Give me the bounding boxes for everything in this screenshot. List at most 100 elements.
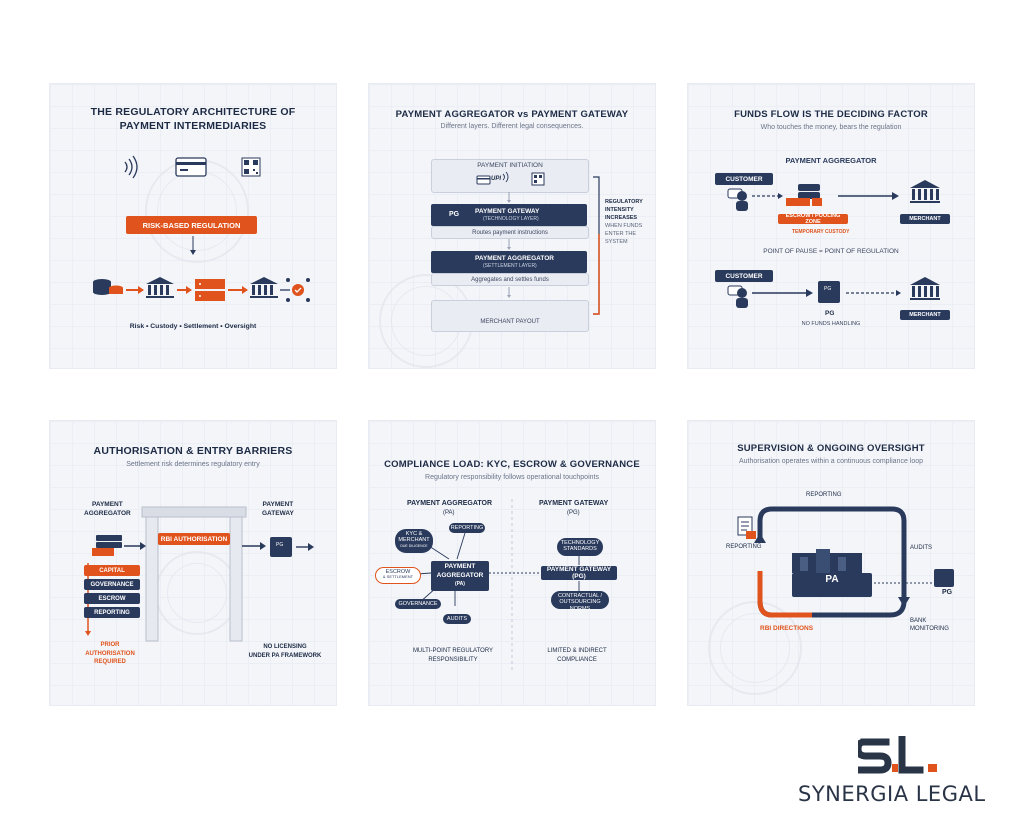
customer-label-bottom: CUSTOMER (715, 270, 773, 282)
pg-router-icon (934, 569, 954, 587)
prior-line: AUTHORISATION (85, 650, 135, 657)
bank-monitoring-label: BANK MONITORING (910, 617, 949, 633)
pa-center-line: (PA) (455, 581, 465, 587)
pa-heading: PAYMENT AGGREGATOR (407, 500, 493, 507)
coins-icon (93, 279, 123, 295)
panel-compliance-load: COMPLIANCE LOAD: KYC, ESCROW & GOVERNANC… (368, 420, 656, 706)
escrow-line: & SETTLEMENT (382, 574, 414, 580)
pg-abbr: (PG) (567, 510, 580, 516)
pg-router-icon: PG (818, 281, 840, 303)
qr-code-icon (531, 172, 545, 186)
kyc-line: DUE DILIGENCE (400, 543, 428, 548)
panel3-subtitle: Who touches the money, bears the regulat… (760, 124, 902, 131)
pg-label: PG (825, 310, 835, 317)
tech-line: TECHNOLOGY (560, 540, 600, 546)
note-line: INTENSITY (605, 207, 634, 213)
pg-tag: PG (449, 211, 460, 218)
panel1-footer: Risk • Custody • Settlement • Oversight (129, 323, 257, 330)
tech-line: STANDARDS (563, 546, 597, 553)
bank-icon (910, 277, 940, 300)
temporary-custody-label: TEMPORARY CUSTODY (792, 229, 850, 235)
pa-entity-sub: (Authorised Entity) (811, 589, 853, 595)
pa-abbr: (PA) (443, 510, 455, 516)
rbi-directions-label: RBI DIRECTIONS (760, 625, 814, 632)
pg-layer-box: PG PAYMENT GATEWAY (TECHNOLOGY LAYER) (431, 204, 587, 226)
pa-node-audits: AUDITS (443, 614, 471, 624)
rbi-authorisation-banner: RBI AUTHORISATION (158, 533, 230, 545)
audits-label: AUDITS (910, 545, 933, 551)
panel6-title: SUPERVISION & ONGOING OVERSIGHT (737, 443, 925, 454)
pa-node-escrow: ESCROW & SETTLEMENT (375, 567, 421, 584)
req-capital: CAPITAL (84, 565, 140, 576)
panel3-title: FUNDS FLOW IS THE DECIDING FACTOR (734, 109, 928, 120)
pa-heading: PAYMENT AGGREGATOR (785, 156, 877, 165)
reporting-left-label: REPORTING (726, 544, 762, 550)
pa-layer-title: PAYMENT AGGREGATOR (475, 255, 554, 262)
panel2-subtitle: Different layers. Different legal conseq… (440, 123, 584, 130)
pa-entity-title: PA (825, 574, 839, 585)
kyc-line: MERCHANT (398, 537, 430, 544)
pg-description: Routes payment instructions (431, 226, 589, 239)
network-check-icon (286, 278, 310, 302)
note-line: INCREASES (605, 215, 638, 221)
synergia-legal-logo-mark (858, 736, 937, 774)
contract-line: OUTSOURCING NORMS (559, 599, 601, 612)
pa-center-line: AGGREGATOR (436, 571, 484, 579)
prior-line: PRIOR (100, 642, 120, 648)
pa-entity-box: PA (792, 573, 872, 597)
pg-center-node: PAYMENT GATEWAY (PG) (541, 566, 617, 580)
no-licensing-note: NO LICENSING UNDER PA FRAMEWORK (240, 643, 330, 661)
regulatory-intensity-note: REGULATORY INTENSITY INCREASES WHEN FUND… (605, 198, 643, 246)
pg-node-contract: CONTRACTUAL / OUTSOURCING NORMS (551, 591, 609, 612)
pg-label: PAYMENT GATEWAY (262, 500, 294, 518)
pa-layer-sub: (SETTLEMENT LAYER) (483, 263, 537, 269)
merchant-label-top: MERCHANT (900, 214, 950, 224)
req-governance: GOVERNANCE (84, 579, 140, 590)
pg-label-line: GATEWAY (262, 510, 294, 517)
svg-text:PG: PG (276, 542, 283, 548)
note-line: REGULATORY (605, 199, 643, 205)
panel5-subtitle: Regulatory responsibility follows operat… (425, 474, 599, 481)
card-icon (476, 175, 491, 185)
panel-pa-vs-pg: PAYMENT AGGREGATOR vs PAYMENT GATEWAY Di… (368, 83, 656, 369)
pa-foot-line: MULTI-POINT REGULATORY (412, 648, 494, 654)
no-lic-line: UNDER PA FRAMEWORK (248, 653, 322, 659)
panel4-title: AUTHORISATION & ENTRY BARRIERS (93, 445, 293, 457)
kyc-line: KYC & (405, 531, 423, 537)
panel1-title-line2: PAYMENT INTERMEDIARIES (119, 120, 267, 132)
note-line: ENTER THE (605, 231, 637, 237)
prior-authorisation-note: PRIOR AUTHORISATION REQUIRED (78, 641, 142, 667)
panel5-title: COMPLIANCE LOAD: KYC, ESCROW & GOVERNANC… (384, 459, 640, 470)
pa-foot-line: RESPONSIBILITY (428, 657, 478, 663)
bank-line: MONITORING (910, 626, 949, 632)
bank-icon (250, 277, 278, 298)
pg-foot-line: COMPLIANCE (557, 657, 597, 663)
bank-icon (910, 180, 940, 203)
qr-code-icon (241, 157, 261, 177)
pg-heading: PAYMENT GATEWAY (539, 500, 609, 507)
customer-icon (727, 285, 748, 308)
escrow-zone-label: ESCROW / POOLING ZONE (778, 213, 848, 225)
pg-footer: LIMITED & INDIRECT COMPLIANCE (537, 647, 617, 665)
upi-label: UPI (491, 176, 502, 182)
card-icon (175, 157, 207, 177)
server-icon (195, 279, 225, 301)
coins-icon (786, 184, 822, 206)
pg-layer-title: PAYMENT GATEWAY (475, 208, 540, 215)
merchant-label-bottom: MERCHANT (900, 310, 950, 320)
panel3-graphics: PG (727, 180, 940, 308)
panel1-title-line1: THE REGULATORY ARCHITECTURE OF (90, 106, 296, 118)
pa-label-line: AGGREGATOR (84, 510, 131, 517)
panel4-subtitle: Settlement risk determines regulatory en… (126, 461, 260, 468)
pg-router-icon: PG (270, 537, 292, 557)
reporting-doc-icon (737, 516, 756, 539)
payment-initiation-label: PAYMENT INITIATION (477, 162, 543, 169)
svg-text:PG: PG (824, 286, 831, 292)
contract-line: CONTRACTUAL / (557, 593, 603, 599)
synergia-legal-wordmark: SYNERGIA LEGAL (798, 782, 986, 806)
bank-icon (146, 277, 174, 298)
pa-node-reporting: REPORTING (449, 523, 485, 533)
gate-icon (141, 506, 247, 642)
panel2-title: PAYMENT AGGREGATOR vs PAYMENT GATEWAY (395, 109, 629, 120)
panel1-icons (93, 155, 310, 302)
